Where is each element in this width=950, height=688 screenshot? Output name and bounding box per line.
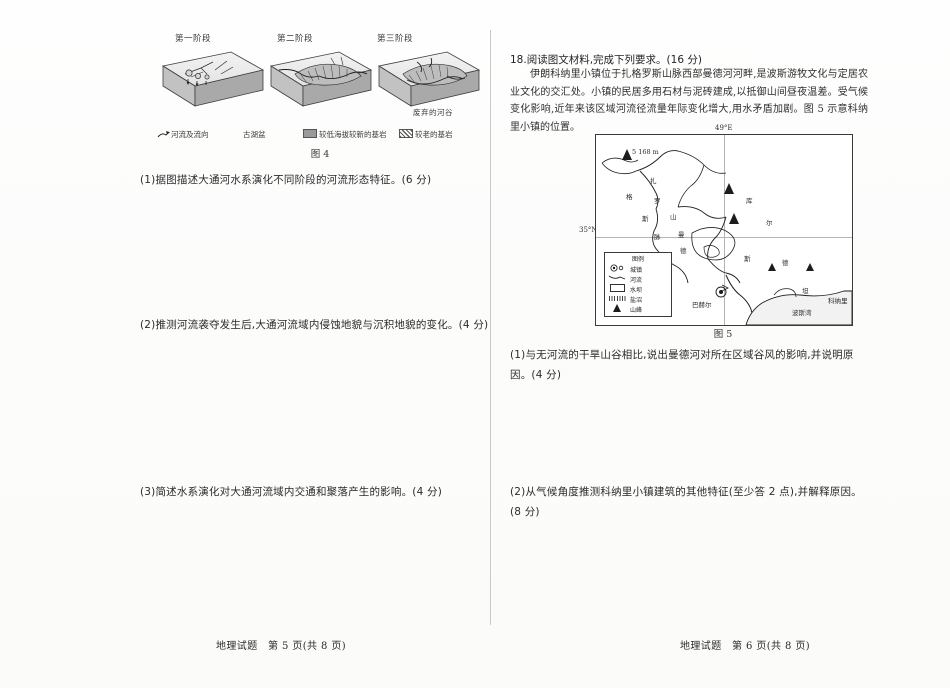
figure4-legend-item-lake: 古湖盆 xyxy=(243,130,266,139)
dam-icon xyxy=(607,284,627,294)
left-question-1-number: (1) xyxy=(140,174,156,186)
map-label-5: 脉 xyxy=(654,233,661,241)
map-peak-icon-main xyxy=(622,149,632,160)
map-label-6: 曼 xyxy=(678,231,685,239)
map-legend-row-salt: 盐沼 xyxy=(607,294,669,304)
map-label-1: 格 xyxy=(626,193,633,201)
right-question-2-text: 从气候角度推测科纳里小镇建筑的其他特征(至少答 2 点),并解释原因。(8 分) xyxy=(510,486,862,519)
figure-4: 第一阶段 第二阶段 第三阶段 xyxy=(155,32,485,162)
map-label-10: 尔 xyxy=(766,219,773,227)
figure4-legend-item-old-bedrock: 较老的基岩 xyxy=(399,129,453,140)
map-legend: 图例 城镇 河流 水坝 xyxy=(604,252,672,317)
map-legend-title: 图例 xyxy=(631,256,644,263)
salt-icon xyxy=(607,295,627,303)
map-label-4: 山 xyxy=(670,213,677,221)
map-town-icon xyxy=(715,286,727,298)
map-peak-icon-5 xyxy=(806,263,814,271)
figure5-caption: 图 5 xyxy=(713,329,733,340)
right-question-18-stem-text: 阅读图文材料,完成下列要求。(16 分) xyxy=(526,54,702,66)
map-longitude-label: 49°E xyxy=(715,124,733,132)
left-question-2-number: (2) xyxy=(140,319,156,331)
figure4-stage-label-1: 第一阶段 xyxy=(175,34,212,44)
figure4-stage-label-3: 第三阶段 xyxy=(377,34,414,44)
town-icon xyxy=(607,264,627,274)
map-legend-row-peak: 山峰 xyxy=(607,304,669,314)
map-label-2: 罗 xyxy=(654,197,661,205)
map-legend-label-dam: 水坝 xyxy=(630,286,643,294)
figure4-block-3 xyxy=(377,51,481,107)
peak-icon xyxy=(607,304,627,314)
left-question-3: (3)简述水系演化对大通河流域内交通和聚落产生的影响。(4 分) xyxy=(140,480,490,500)
figure4-caption: 图 4 xyxy=(310,149,330,160)
left-page-column: 第一阶段 第二阶段 第三阶段 xyxy=(120,28,490,628)
map-legend-row-town: 城镇 xyxy=(607,264,669,274)
right-question-2-number: (2) xyxy=(510,486,526,498)
right-question-2: (2)从气候角度推测科纳里小镇建筑的其他特征(至少答 2 点),并解释原因。(8… xyxy=(510,480,870,521)
figure4-block-2 xyxy=(269,51,373,107)
map-latitude-label: 35°N xyxy=(579,226,598,234)
page-column-divider xyxy=(490,30,491,625)
map-label-9: 库 xyxy=(746,197,753,205)
left-question-2-text: 推测河流袭夺发生后,大通河流域内侵蚀地貌与沉积地貌的变化。(4 分) xyxy=(155,319,489,331)
map-legend-row-river: 河流 xyxy=(607,274,669,284)
map-label-12: 斯 xyxy=(744,255,751,263)
map-legend-label-peak: 山峰 xyxy=(630,306,643,314)
map-konari-label: 科纳里 xyxy=(828,297,848,305)
right-question-18-number: 18. xyxy=(510,54,527,66)
map-label-11: 德 xyxy=(782,259,789,267)
map-sea-label: 波斯湾 xyxy=(792,309,812,317)
right-question-1-number: (1) xyxy=(510,349,526,361)
figure4-legend-item-new-bedrock: 较低海拔较新的基岩 xyxy=(303,129,387,140)
map-label-13: 坦 xyxy=(802,287,809,295)
map-peak-icon-4 xyxy=(768,263,776,271)
map-town-label: 巴赫尔 xyxy=(692,301,712,309)
map-peak-elevation-label: 5 168 m xyxy=(632,148,659,156)
right-question-1-text: 与无河流的干旱山谷相比,说出曼德河对所在区域谷风的影响,并说明原因。(4 分) xyxy=(510,349,854,382)
left-question-3-number: (3) xyxy=(140,486,156,498)
right-question-1: (1)与无河流的干旱山谷相比,说出曼德河对所在区域谷风的影响,并说明原因。(4 … xyxy=(510,343,870,384)
left-question-3-text: 简述水系演化对大通河流域内交通和聚落产生的影响。(4 分) xyxy=(155,486,442,498)
figure4-block-1 xyxy=(161,51,265,107)
map-peak-icon-3 xyxy=(729,213,739,224)
river-icon xyxy=(607,274,627,284)
footer-left-page-number: 地理试题 第 5 页(共 8 页) xyxy=(216,641,347,652)
map-legend-label-salt: 盐沼 xyxy=(630,296,643,304)
right-passage-text: 伊朗科纳里小镇位于扎格罗斯山脉西部曼德河河畔,是波斯游牧文化与定居农业文化的交汇… xyxy=(510,69,868,133)
map-legend-row-dam: 水坝 xyxy=(607,284,669,294)
figure4-abandoned-valley-annotation: 废弃的河谷 xyxy=(413,108,453,117)
map-label-3: 斯 xyxy=(642,215,649,223)
map-label-7: 德 xyxy=(680,247,687,255)
figure4-stage-label-2: 第二阶段 xyxy=(277,34,314,44)
map-frame: 5 168 m 扎 格 罗 斯 山 脉 曼 德 河 库 尔 德 斯 坦 xyxy=(595,134,853,326)
map-hydrography xyxy=(601,150,852,325)
right-question-18-stem: 18.阅读图文材料,完成下列要求。(16 分) xyxy=(510,48,870,67)
river-arrow-icon xyxy=(157,131,170,138)
left-question-1-text: 据图描述大通河水系演化不同阶段的河流形态特征。(6 分) xyxy=(155,174,432,186)
map-legend-label-town: 城镇 xyxy=(630,266,643,274)
right-page-column: 18.阅读图文材料,完成下列要求。(16 分) 伊朗科纳里小镇位于扎格罗斯山脉西… xyxy=(500,28,870,628)
map-peak-icon-2 xyxy=(724,183,734,194)
figure4-block-diagrams xyxy=(161,51,481,107)
figure-5: 49°E 35°N xyxy=(579,124,855,340)
solid-swatch-icon xyxy=(303,129,317,138)
figure4-legend-item-river: 河流及流向 xyxy=(157,129,209,140)
map-legend-label-river: 河流 xyxy=(630,276,643,284)
map-parallel-line xyxy=(596,237,852,238)
left-question-2: (2)推测河流袭夺发生后,大通河流域内侵蚀地貌与沉积地貌的变化。(4 分) xyxy=(140,313,490,333)
hatch-swatch-icon xyxy=(399,129,413,138)
left-question-1: (1)据图描述大通河水系演化不同阶段的河流形态特征。(6 分) xyxy=(140,168,490,188)
map-label-0: 扎 xyxy=(650,177,657,185)
footer-right-page-number: 地理试题 第 6 页(共 8 页) xyxy=(680,641,811,652)
